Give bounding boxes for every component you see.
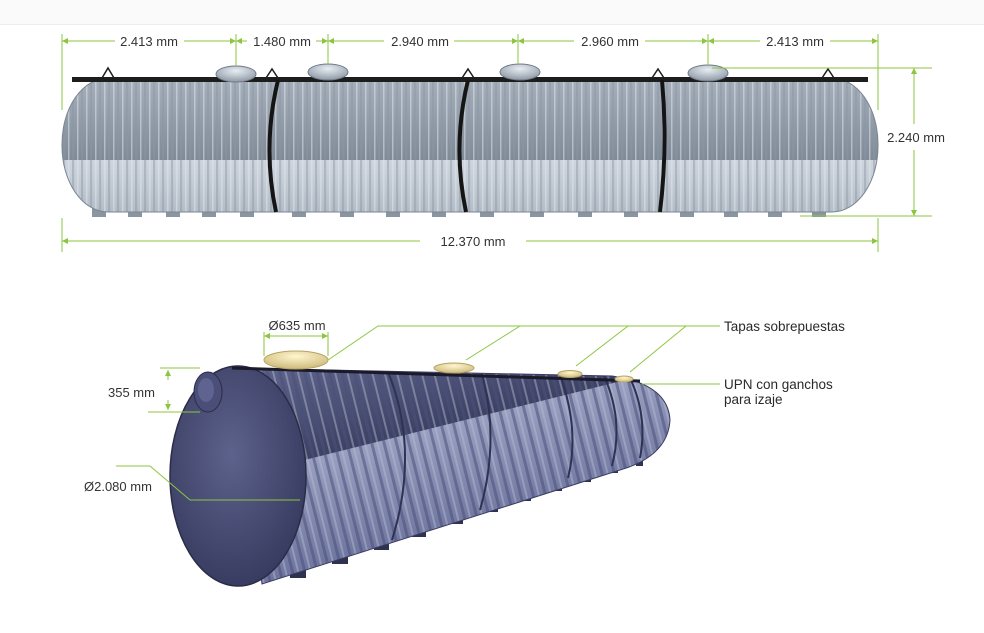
upn-callout-line1: UPN con ganchos (724, 377, 833, 392)
dimension-lines-top (61, 34, 932, 252)
tank-diameter-label: Ø2.080 mm (84, 479, 152, 494)
segment-3-label: 2.940 mm (391, 34, 449, 49)
segment-2-label: 1.480 mm (253, 34, 311, 49)
total-length-label: 12.370 mm (440, 234, 505, 249)
segment-1-label: 2.413 mm (120, 34, 178, 49)
neck-height-label: 355 mm (108, 385, 155, 400)
upn-callout-line2: para izaje (724, 392, 783, 407)
segment-5-label: 2.413 mm (766, 34, 824, 49)
tank-side-view (61, 63, 879, 217)
dimension-arrows-top (62, 38, 917, 244)
callout-arrows-perspective (165, 333, 328, 410)
manhole-lid-icon (215, 63, 729, 83)
height-label: 2.240 mm (887, 130, 945, 145)
lid-diameter-label: Ø635 mm (268, 318, 325, 333)
segment-4-label: 2.960 mm (581, 34, 639, 49)
tank-perspective-view (169, 350, 671, 587)
lids-callout: Tapas sobrepuestas (724, 319, 845, 334)
top-bar (0, 0, 984, 25)
yellow-lid-icon (263, 350, 634, 383)
